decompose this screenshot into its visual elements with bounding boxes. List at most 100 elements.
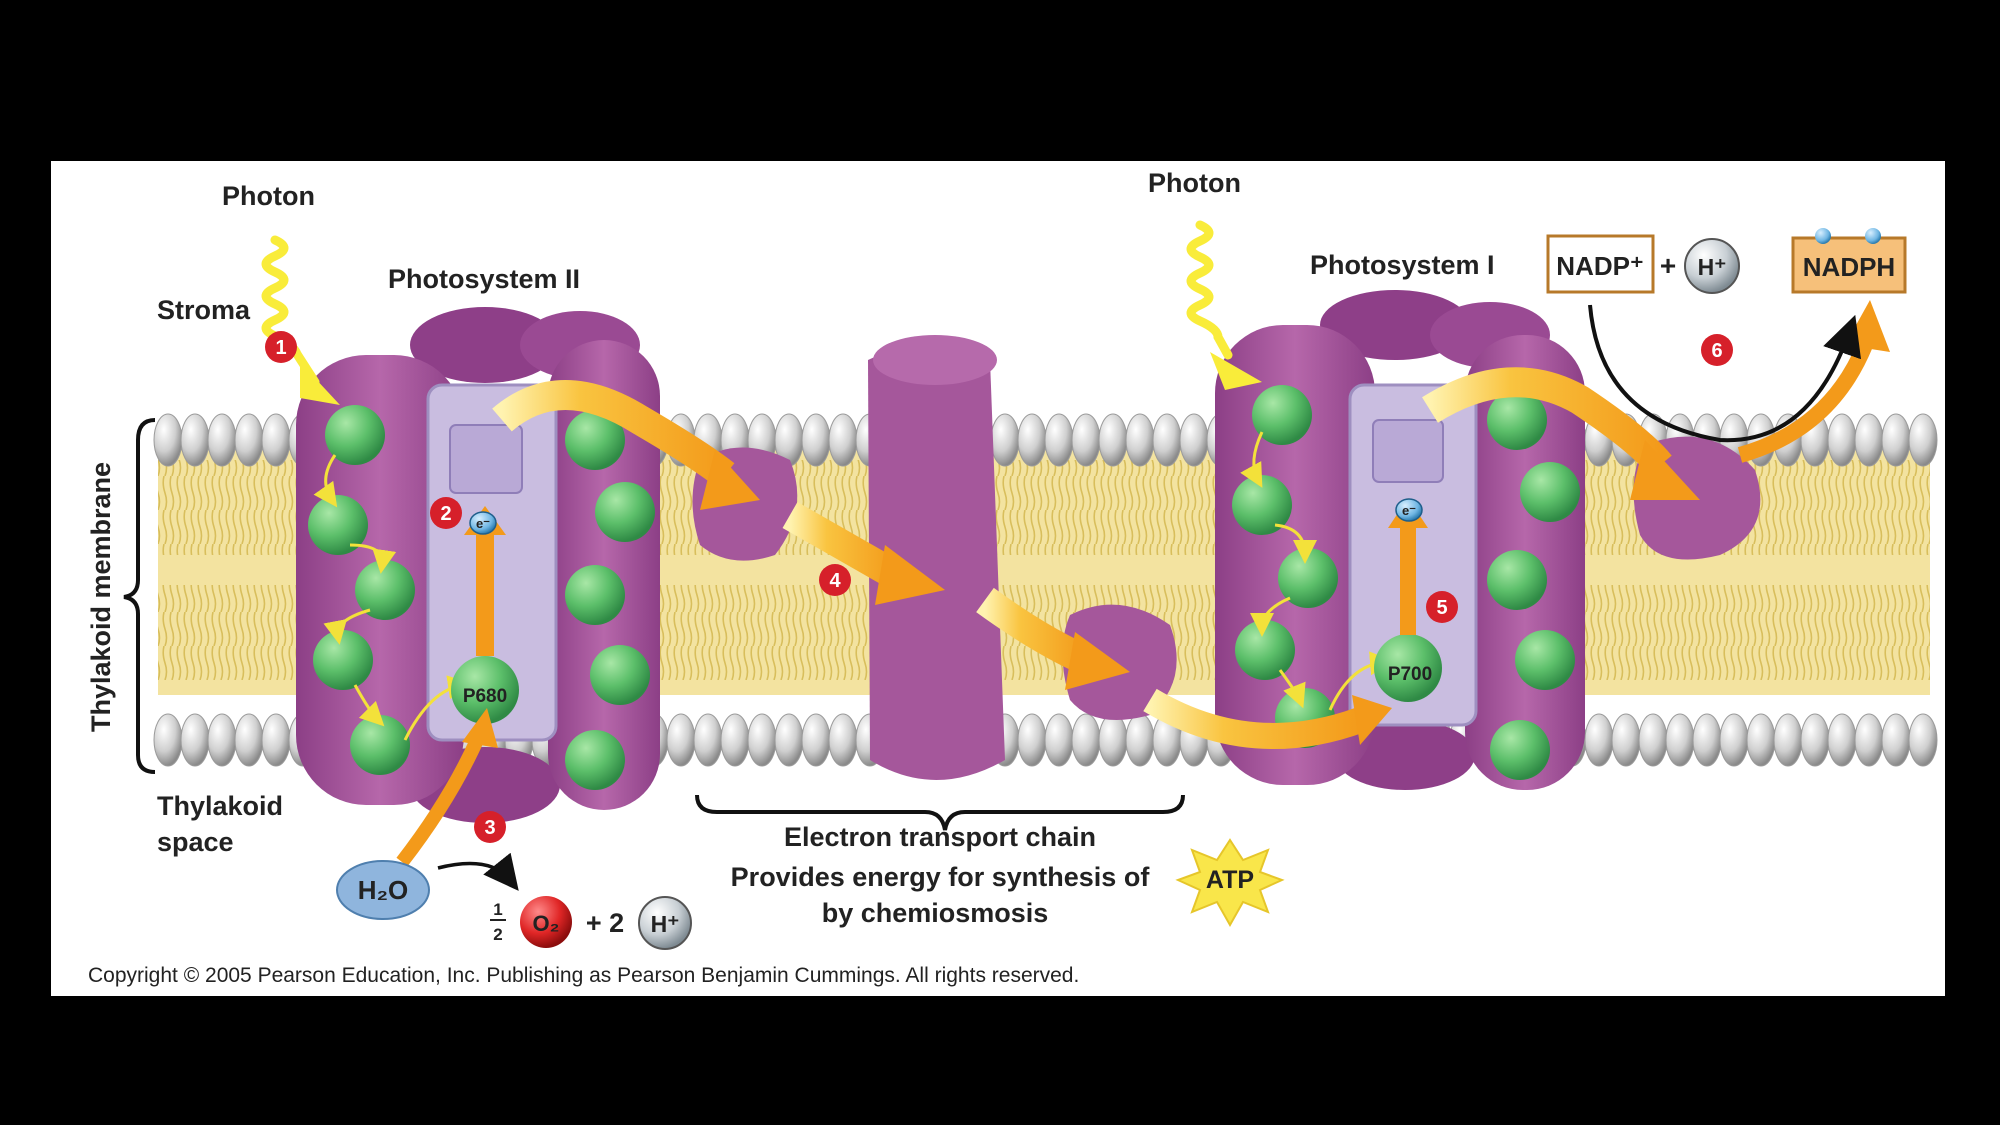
proton-icon-bottom: H⁺ [638, 896, 692, 950]
step-3-marker [474, 811, 506, 843]
phospholipid-head [1881, 413, 1911, 467]
p700-pigment [1374, 634, 1442, 702]
psii-antenna-chlorophylls [308, 405, 655, 790]
copyright-notice: Copyright © 2005 Pearson Education, Inc.… [88, 964, 1079, 987]
p700-label: P700 [1388, 664, 1432, 685]
photon-label-left: Photon [222, 181, 315, 211]
svg-text:H⁺: H⁺ [1698, 254, 1727, 280]
phospholipid-head [1611, 713, 1641, 767]
oxygen-product: 1 2 O₂ + 2 [490, 896, 624, 948]
etc-label: Electron transport chain [784, 822, 1096, 852]
phospholipid-head [261, 713, 291, 767]
phospholipid-head [234, 713, 264, 767]
step-6-marker [1701, 334, 1733, 366]
electron-icon-psii: e⁻ [469, 511, 497, 535]
stroma-label: Stroma [157, 295, 251, 325]
water-splitting-arrow [437, 852, 519, 891]
psi-antenna-chlorophylls [1232, 385, 1580, 780]
step-5-number: 5 [1436, 597, 1447, 619]
phospholipid-head [801, 713, 831, 767]
phospholipid-head [1854, 413, 1884, 467]
step-5-marker [1426, 591, 1458, 623]
plastocyanin-carrier [1062, 604, 1177, 720]
phospholipid-head [1854, 713, 1884, 767]
phospholipid-head [1017, 713, 1047, 767]
phospholipid-head [1665, 713, 1695, 767]
svg-text:+ 2: + 2 [586, 908, 624, 938]
phospholipid-head [1908, 413, 1938, 467]
phospholipid-head [1719, 713, 1749, 767]
phospholipid-head [1152, 413, 1182, 467]
phospholipid-head [828, 413, 858, 467]
phospholipid-head [207, 713, 237, 767]
phospholipid-head [1125, 713, 1155, 767]
svg-text:2: 2 [493, 925, 502, 944]
phospholipid-head [1881, 713, 1911, 767]
svg-text:O₂: O₂ [533, 911, 560, 936]
phospholipid-head [1098, 713, 1128, 767]
step-2-number: 2 [440, 503, 451, 525]
step-1-number: 1 [275, 337, 286, 359]
phospholipid-head [234, 413, 264, 467]
phospholipid-head [180, 413, 210, 467]
nadp-reduction-arrow [1588, 304, 1861, 443]
svg-text:H₂O: H₂O [358, 875, 409, 905]
step-6-number: 6 [1711, 340, 1722, 362]
nadp-box: NADP⁺ [1546, 234, 1655, 294]
water-molecule: H₂O [336, 860, 430, 920]
phospholipid-head [801, 413, 831, 467]
etc-bracket [695, 794, 1185, 831]
phospholipid-head [747, 713, 777, 767]
atp-badge: ATP [1175, 838, 1285, 928]
p680-pigment [451, 656, 519, 724]
phospholipid-head [1908, 713, 1938, 767]
phospholipid-head [1692, 713, 1722, 767]
phospholipid-head [1179, 413, 1209, 467]
photon-icon-right [1186, 220, 1262, 390]
phospholipid-head [693, 713, 723, 767]
phospholipid-head [1638, 713, 1668, 767]
phospholipid-head [774, 713, 804, 767]
thylakoid-membrane-label: Thylakoid membrane [86, 462, 116, 732]
phospholipid-head [180, 713, 210, 767]
phospholipid-head [207, 413, 237, 467]
phospholipid-head [1071, 713, 1101, 767]
thylakoid-space-label: Thylakoid [157, 791, 283, 821]
nadph-box: NADPH [1791, 228, 1907, 294]
phospholipid-head [261, 413, 291, 467]
photosystem-i-label: Photosystem I [1310, 250, 1495, 280]
electron-icon-psi: e⁻ [1395, 498, 1423, 522]
step-4-marker [819, 564, 851, 596]
cytochrome-complex [868, 335, 1005, 780]
phospholipid-head [828, 713, 858, 767]
step-1-marker [265, 331, 297, 363]
phospholipid-head [1044, 713, 1074, 767]
svg-text:1: 1 [493, 900, 502, 919]
phospholipid-head [1017, 413, 1047, 467]
phospholipid-head [1746, 713, 1776, 767]
energy-label-line2: by chemiosmosis [822, 898, 1049, 928]
phospholipid-head [153, 713, 183, 767]
svg-text:e⁻: e⁻ [1402, 503, 1416, 518]
svg-text:e⁻: e⁻ [476, 516, 490, 531]
svg-text:ATP: ATP [1206, 866, 1254, 894]
phospholipid-head [1098, 413, 1128, 467]
phospholipid-head [1773, 713, 1803, 767]
phospholipid-head [990, 413, 1020, 467]
phospholipid-head [666, 713, 696, 767]
photosystem-ii-label: Photosystem II [388, 264, 580, 294]
phospholipid-head [1827, 413, 1857, 467]
phospholipid-head [1584, 713, 1614, 767]
svg-text:NADP⁺: NADP⁺ [1556, 251, 1643, 281]
energy-label-line1: Provides energy for synthesis of [731, 862, 1151, 892]
phospholipid-head [153, 413, 183, 467]
phospholipid-head [1827, 713, 1857, 767]
svg-text:NADPH: NADPH [1803, 252, 1895, 282]
phospholipid-head [1125, 413, 1155, 467]
phospholipid-head [1044, 413, 1074, 467]
proton-icon-top: H⁺ [1684, 238, 1740, 294]
p680-label: P680 [463, 686, 507, 707]
